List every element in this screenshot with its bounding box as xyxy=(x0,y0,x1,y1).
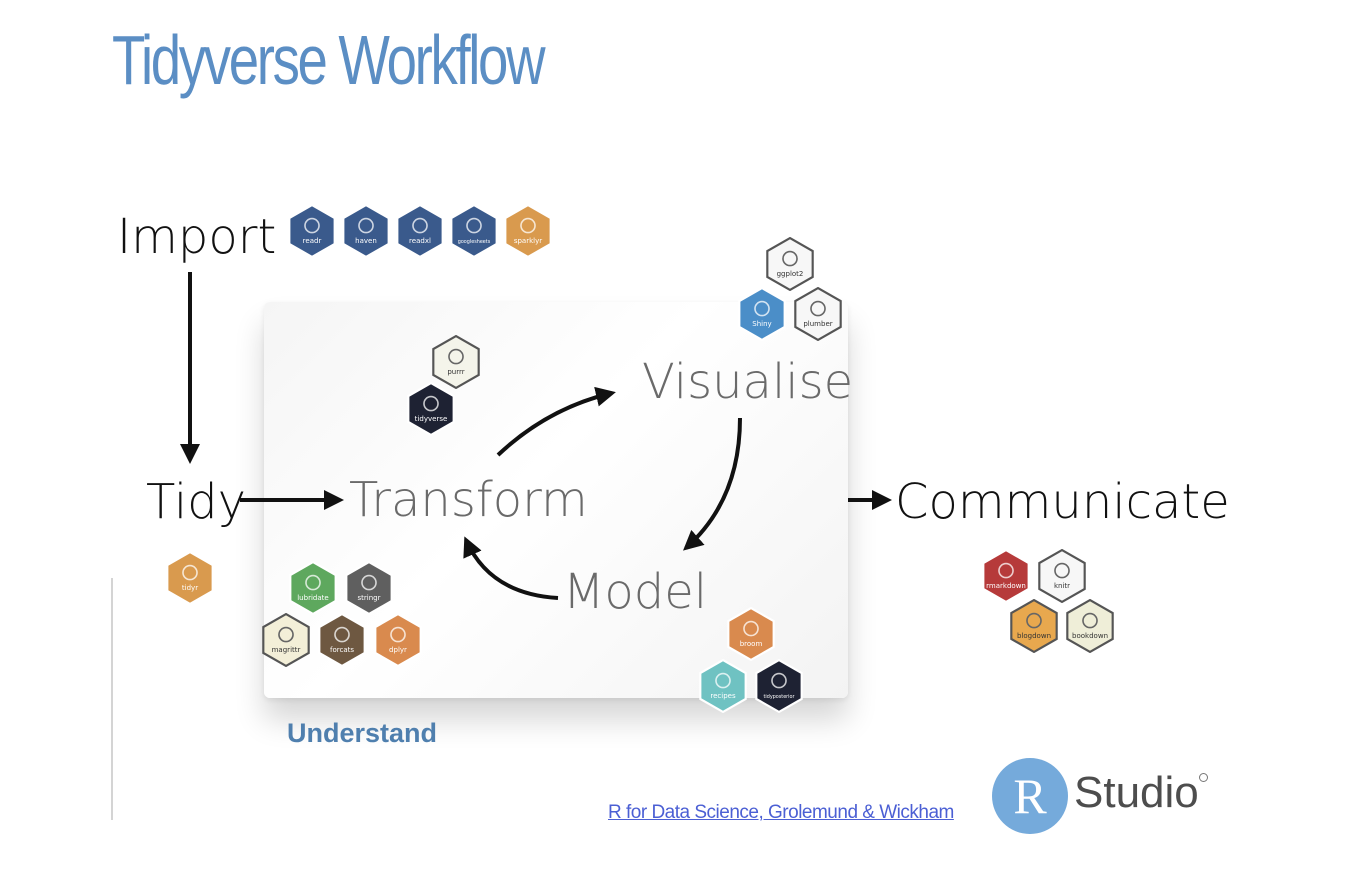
package-hex-tidyposterior: tidyposterior xyxy=(755,659,803,713)
stars-icon xyxy=(423,395,439,412)
package-hex-magrittr: magrittr xyxy=(262,613,310,667)
stage-tidy: Tidy xyxy=(146,474,247,530)
package-label: broom xyxy=(740,639,763,648)
package-hex-blogdown: blogdown xyxy=(1010,599,1058,653)
pen-icon xyxy=(1026,612,1042,629)
package-label: ggplot2 xyxy=(777,269,804,278)
book-icon xyxy=(1082,612,1098,629)
package-hex-shiny: Shiny xyxy=(738,287,786,341)
package-label: rmarkdown xyxy=(986,581,1026,590)
package-label: readr xyxy=(303,236,322,245)
package-label: lubridate xyxy=(297,593,329,602)
transform-to-visualise-arrow xyxy=(496,386,616,457)
stage-communicate: Communicate xyxy=(895,474,1230,530)
violin-icon xyxy=(361,574,377,591)
lighthouse-icon xyxy=(358,217,374,234)
test-tube-icon xyxy=(412,217,428,234)
package-hex-tidyverse: tidyverse xyxy=(407,382,455,436)
star-icon xyxy=(520,217,536,234)
package-label: tidyr xyxy=(182,583,198,592)
package-label: readxl xyxy=(409,236,431,245)
package-hex-knitr: knitr xyxy=(1038,549,1086,603)
quill-icon xyxy=(998,562,1014,579)
package-hex-googlesheets: googlesheets xyxy=(450,204,498,258)
grass-icon xyxy=(466,217,482,234)
understand-label: Understand xyxy=(287,718,438,748)
package-label: googlesheets xyxy=(458,239,491,245)
stage-import: Import xyxy=(117,209,277,265)
page-title: Tidyverse Workflow xyxy=(112,21,546,99)
stage-model: Model xyxy=(563,564,708,620)
tidy-table-icon xyxy=(182,564,198,581)
package-label: forcats xyxy=(330,645,354,654)
package-label: dplyr xyxy=(389,645,407,654)
package-hex-haven: haven xyxy=(342,204,390,258)
cupcake-icon xyxy=(715,672,731,689)
citation-link[interactable]: R for Data Science, Grolemund & Wickham xyxy=(608,802,954,823)
package-label: purrr xyxy=(447,367,464,376)
rstudio-logo-icon: R xyxy=(992,758,1068,834)
package-label: plumber xyxy=(803,319,832,328)
yarn-icon xyxy=(1054,562,1070,579)
package-hex-recipes: recipes xyxy=(699,659,747,713)
package-label: recipes xyxy=(710,691,736,700)
package-label: sparklyr xyxy=(514,236,542,245)
visualise-to-model-arrow xyxy=(683,417,742,551)
package-label: magrittr xyxy=(272,645,301,654)
cat-icon xyxy=(448,348,464,365)
plumber-icon xyxy=(810,300,826,317)
package-hex-bookdown: bookdown xyxy=(1066,599,1114,653)
package-label: tidyverse xyxy=(415,414,448,423)
package-label: stringr xyxy=(357,593,380,602)
package-label: blogdown xyxy=(1017,631,1051,640)
package-hex-lubridate: lubridate xyxy=(289,561,337,615)
registered-mark-icon xyxy=(1199,773,1208,782)
package-hex-forcats: forcats xyxy=(318,613,366,667)
package-hex-dplyr: dplyr xyxy=(374,613,422,667)
broom-icon xyxy=(743,620,759,637)
file-icon xyxy=(304,217,320,234)
rstudio-wordmark: Studio xyxy=(1074,768,1199,817)
package-hex-sparklyr: sparklyr xyxy=(504,204,552,258)
package-hex-broom: broom xyxy=(727,607,775,661)
package-label: knitr xyxy=(1054,581,1070,590)
model-to-transform-arrow xyxy=(463,536,559,600)
cats-icon xyxy=(334,626,350,643)
package-hex-rmarkdown: rmarkdown xyxy=(982,549,1030,603)
package-hex-tidyr: tidyr xyxy=(166,551,214,605)
package-hex-ggplot2: ggplot2 xyxy=(766,237,814,291)
package-label: haven xyxy=(355,236,377,245)
pliers-icon xyxy=(390,626,406,643)
divider xyxy=(111,578,113,820)
calendar-icon xyxy=(305,574,321,591)
package-label: bookdown xyxy=(1072,631,1108,640)
package-hex-readr: readr xyxy=(288,204,336,258)
package-hex-plumber: plumber xyxy=(794,287,842,341)
pipe-icon xyxy=(278,626,294,643)
stage-visualise: Visualise xyxy=(642,354,854,410)
package-label: tidyposterior xyxy=(763,694,794,700)
package-hex-stringr: stringr xyxy=(345,561,393,615)
package-hex-readxl: readxl xyxy=(396,204,444,258)
line-plot-icon xyxy=(782,250,798,267)
package-hex-purrr: purrr xyxy=(432,335,480,389)
shiny-icon xyxy=(754,300,770,317)
package-label: Shiny xyxy=(752,319,771,328)
distribution-icon xyxy=(771,672,787,689)
stage-transform: Transform xyxy=(349,472,588,528)
